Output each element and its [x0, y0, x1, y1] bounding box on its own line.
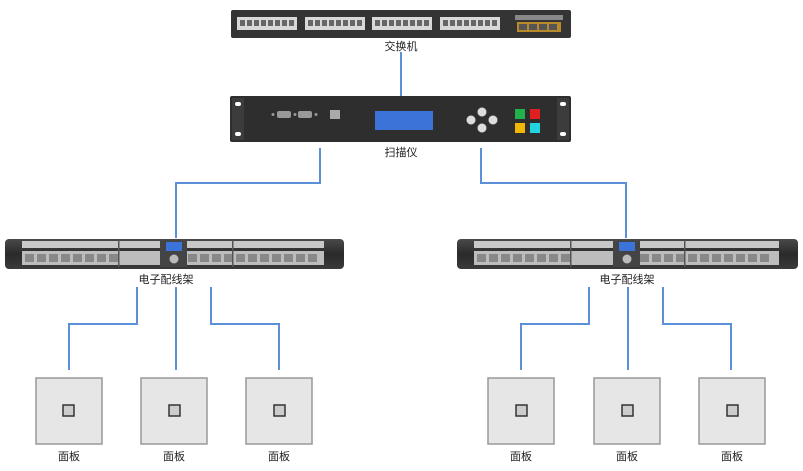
faceplate-1	[35, 377, 103, 445]
patch-panel-left-label: 电子配线架	[139, 272, 194, 286]
switch-ports	[240, 20, 497, 26]
left-button[interactable]	[466, 115, 476, 125]
faceplate-6	[698, 377, 766, 445]
right-button[interactable]	[488, 115, 498, 125]
patch-panel-left	[5, 239, 344, 269]
scanner-serial-ports	[271, 111, 318, 118]
rj45-jack-icon	[515, 404, 528, 417]
yellow-button[interactable]	[515, 123, 525, 133]
link-scanner-panel-right	[480, 148, 627, 238]
cyan-button[interactable]	[530, 123, 540, 133]
faceplate-label-3: 面板	[268, 449, 290, 463]
scanner-nav-buttons	[466, 107, 498, 133]
faceplate-2	[140, 377, 208, 445]
green-button[interactable]	[515, 109, 525, 119]
faceplate-label-2: 面板	[163, 449, 185, 463]
scanner-label: 扫描仪	[385, 145, 418, 159]
up-button[interactable]	[477, 107, 487, 117]
patch-panel-right	[457, 239, 798, 269]
faceplate-label-5: 面板	[616, 449, 638, 463]
scanner-ethernet-port	[330, 110, 340, 119]
scanner-color-buttons	[515, 109, 540, 133]
link-panel-right-plate-1	[520, 287, 590, 370]
faceplate-3	[245, 377, 313, 445]
red-button[interactable]	[530, 109, 540, 119]
scanner-device	[230, 96, 571, 142]
faceplate-label-1: 面板	[58, 449, 80, 463]
switch-uplink-ports	[515, 15, 563, 32]
scanner-lcd-screen	[375, 111, 433, 130]
rj45-jack-icon	[621, 404, 634, 417]
rj45-jack-icon	[726, 404, 739, 417]
faceplate-label-6: 面板	[721, 449, 743, 463]
panel-button[interactable]	[622, 254, 632, 264]
link-scanner-panel-left	[175, 148, 321, 238]
rj45-jack-icon	[168, 404, 181, 417]
rj45-jack-icon	[62, 404, 75, 417]
connection-lines	[68, 52, 732, 370]
rj45-jack-icon	[273, 404, 286, 417]
link-panel-left-plate-3	[210, 287, 280, 370]
down-button[interactable]	[477, 123, 487, 133]
panel-button[interactable]	[169, 254, 179, 264]
faceplate-label-4: 面板	[510, 449, 532, 463]
faceplate-5	[593, 377, 661, 445]
panel-lcd	[166, 242, 182, 251]
switch-label: 交换机	[385, 39, 418, 53]
link-panel-right-plate-3	[662, 287, 732, 370]
panel-lcd	[619, 242, 635, 251]
switch-device	[231, 10, 571, 38]
patch-panel-right-label: 电子配线架	[600, 272, 655, 286]
link-panel-left-plate-1	[68, 287, 138, 370]
faceplate-4	[487, 377, 555, 445]
